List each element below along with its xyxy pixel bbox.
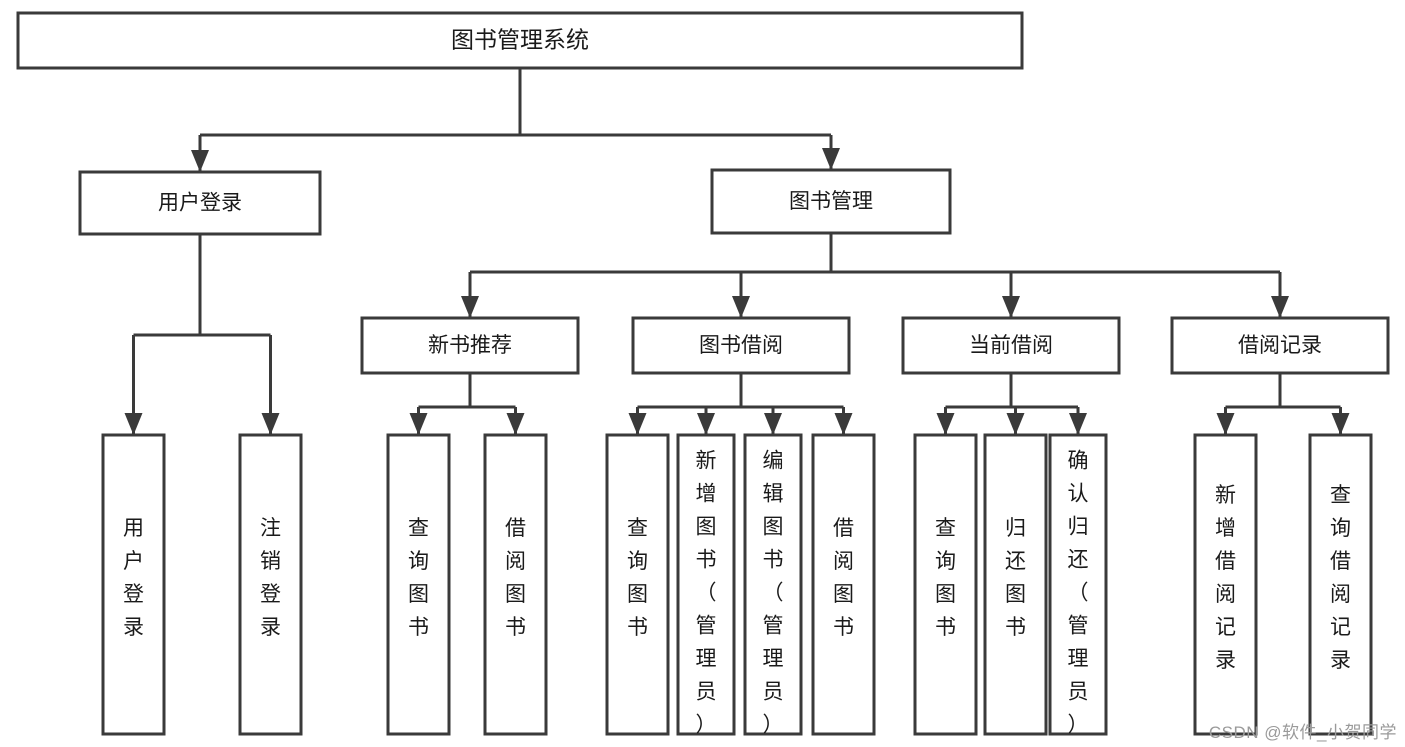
node-box (676, 433, 736, 736)
node-label: 借阅图书 (505, 517, 526, 639)
node-root[interactable]: 图书管理系统 (16, 11, 1024, 70)
node-user-logout[interactable]: 注销登录 (238, 433, 303, 736)
node-label: 借阅图书 (833, 517, 854, 639)
arrow-head-icon-cb-query-book (936, 413, 955, 435)
node-label: 归还图书 (1005, 517, 1026, 639)
arrow-head-icon-bb-edit-book (764, 413, 782, 435)
node-label: 确认归还（管理员） (1068, 450, 1089, 737)
node-box (901, 316, 1121, 375)
node-cb-confirm-return[interactable]: 确认归还（管理员） (1048, 433, 1108, 737)
arrow-head-icon-bb-borrow-book (834, 413, 853, 435)
node-box (386, 433, 451, 736)
node-nbr-query-book[interactable]: 查询图书 (386, 433, 451, 736)
node-label: 新增借阅记录 (1215, 484, 1236, 672)
node-box (238, 433, 303, 736)
node-bb-borrow-book[interactable]: 借阅图书 (811, 433, 876, 736)
node-box (710, 168, 952, 235)
node-box (743, 433, 803, 736)
node-label: 当前借阅 (969, 334, 1053, 357)
node-box (1308, 433, 1373, 736)
arrow-head-icon-current-borrow (1002, 296, 1020, 318)
node-box (78, 170, 322, 236)
node-book-manage[interactable]: 图书管理 (710, 168, 952, 235)
node-box (811, 433, 876, 736)
arrow-head-icon-br-query-record (1331, 413, 1350, 435)
arrow-head-icon-nbr-borrow-book (506, 413, 525, 435)
arrow-head-icon-cb-return-book (1006, 413, 1025, 435)
node-label: 查询图书 (935, 517, 956, 639)
node-label: 用户登录 (123, 517, 144, 639)
node-nbr-borrow-book[interactable]: 借阅图书 (483, 433, 548, 736)
node-box (605, 433, 670, 736)
arrow-head-icon-user-login (191, 150, 209, 172)
node-current-borrow[interactable]: 当前借阅 (901, 316, 1121, 375)
arrow-head-icon-book-manage (822, 148, 840, 170)
node-box (360, 316, 580, 375)
arrow-head-icon-br-add-record (1216, 413, 1235, 435)
nodes-layer: 图书管理系统用户登录用户登录注销登录图书管理新书推荐查询图书借阅图书图书借阅查询… (16, 11, 1390, 737)
node-label: 查询借阅记录 (1330, 484, 1351, 672)
node-box (1170, 316, 1390, 375)
node-label: 图书管理系统 (451, 27, 589, 53)
node-new-book-recommend[interactable]: 新书推荐 (360, 316, 580, 375)
node-box (16, 11, 1024, 70)
node-br-add-record[interactable]: 新增借阅记录 (1193, 433, 1258, 736)
node-label: 图书管理 (789, 190, 873, 213)
node-box (631, 316, 851, 375)
arrow-head-icon-cb-confirm-return (1069, 413, 1087, 435)
arrow-head-icon-user-login-do (124, 413, 143, 435)
node-box (1048, 433, 1108, 736)
node-label: 查询图书 (408, 517, 429, 639)
node-box (1193, 433, 1258, 736)
node-box (483, 433, 548, 736)
node-bb-add-book[interactable]: 新增图书（管理员） (676, 433, 736, 737)
node-box (101, 433, 166, 736)
node-box (913, 433, 978, 736)
node-bb-edit-book[interactable]: 编辑图书（管理员） (743, 433, 803, 737)
node-borrow-record[interactable]: 借阅记录 (1170, 316, 1390, 375)
node-label: 新增图书（管理员） (696, 450, 717, 737)
node-cb-return-book[interactable]: 归还图书 (983, 433, 1048, 736)
node-book-borrow[interactable]: 图书借阅 (631, 316, 851, 375)
watermark-label: CSDN @软件_小贺同学 (1208, 723, 1397, 742)
node-br-query-record[interactable]: 查询借阅记录 (1308, 433, 1373, 736)
arrow-head-icon-user-logout (261, 413, 280, 435)
node-label: 用户登录 (158, 192, 242, 215)
node-user-login[interactable]: 用户登录 (78, 170, 322, 236)
arrow-head-icon-nbr-query-book (409, 413, 428, 435)
node-label: 新书推荐 (428, 334, 512, 357)
node-box (983, 433, 1048, 736)
node-label: 图书借阅 (699, 334, 783, 357)
node-label: 借阅记录 (1238, 334, 1322, 357)
node-label: 编辑图书（管理员） (763, 450, 784, 737)
arrow-head-icon-borrow-record (1271, 296, 1289, 318)
node-user-login-do[interactable]: 用户登录 (101, 433, 166, 736)
arrow-head-icon-book-borrow (732, 296, 750, 318)
node-label: 查询图书 (627, 517, 648, 639)
arrow-head-icon-new-book-recommend (461, 296, 479, 318)
node-bb-query-book[interactable]: 查询图书 (605, 433, 670, 736)
arrow-head-icon-bb-query-book (628, 413, 647, 435)
arrow-head-icon-bb-add-book (697, 413, 715, 435)
connectors-layer (124, 68, 1350, 435)
node-cb-query-book[interactable]: 查询图书 (913, 433, 978, 736)
node-label: 注销登录 (260, 517, 281, 639)
